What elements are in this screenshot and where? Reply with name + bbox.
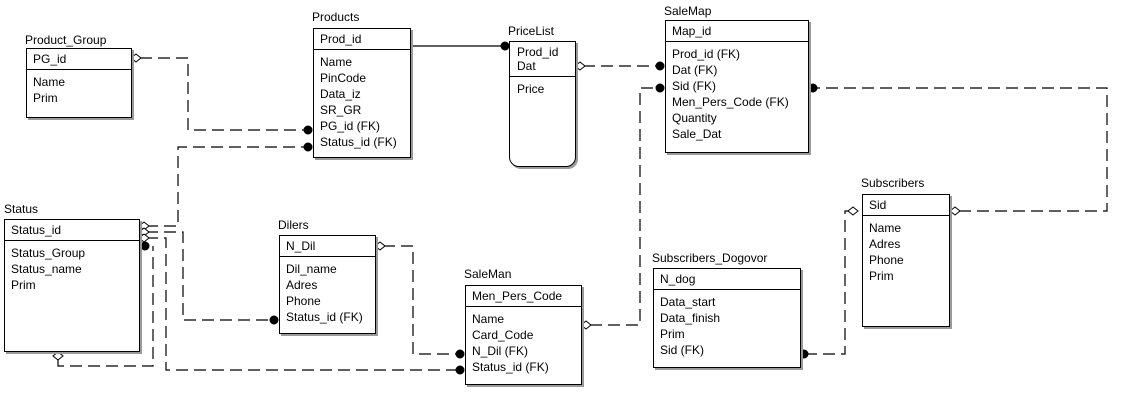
attribute: Adres — [869, 237, 901, 251]
rel-end-dot — [500, 41, 510, 51]
entity-pricelist[interactable]: Prod_id Dat Price — [509, 41, 576, 167]
entity-products[interactable]: Prod_id Name PinCode Data_iz SR_GR PG_id… — [313, 28, 411, 158]
attribute: Status_id (FK) — [320, 135, 397, 149]
primary-key-part: Dat — [517, 59, 536, 73]
rel-end-dot — [303, 125, 313, 135]
primary-key: Prod_id — [314, 29, 410, 50]
entity-title: SaleMap — [664, 4, 712, 18]
entity-title: PriceList — [508, 24, 555, 38]
entity-title: SaleMan — [464, 267, 512, 281]
attribute: Sale_Dat — [672, 127, 722, 141]
rel-status-products — [146, 146, 306, 227]
attribute: Name — [869, 221, 902, 235]
rel-diamond — [138, 221, 150, 231]
attribute: Status_id (FK) — [286, 310, 363, 324]
primary-key-part: Prod_id — [517, 45, 559, 59]
rel-diamond — [138, 227, 150, 237]
attribute: Prim — [11, 278, 36, 292]
attribute: N_Dil (FK) — [472, 344, 528, 358]
primary-key: Men_Pers_Code — [466, 286, 581, 307]
attribute: Status_id (FK) — [472, 360, 549, 374]
attribute: Phone — [869, 253, 904, 267]
primary-key: Prod_id Dat — [510, 42, 575, 77]
attribute: Prim — [869, 269, 894, 283]
entity-title: Subscribers_Dogovor — [652, 251, 768, 265]
attribute: Name — [320, 55, 353, 69]
attribute: Name — [33, 75, 66, 89]
rel-diamond — [580, 320, 592, 330]
rel-end-dot — [799, 349, 809, 359]
attribute: Prim — [33, 91, 58, 105]
entity-dilers[interactable]: N_Dil Dil_name Adres Phone Status_id (FK… — [279, 235, 376, 334]
entity-title: Dilers — [278, 218, 309, 232]
rel-status-bottom — [57, 246, 154, 367]
attribute: Card_Code — [472, 328, 534, 342]
attribute: Prod_id (FK) — [672, 47, 741, 61]
rel-diamond — [52, 351, 64, 361]
attribute: Data_finish — [660, 311, 721, 325]
attribute: Price — [517, 82, 545, 96]
rel-end-dot — [455, 365, 465, 375]
rel-subscribers-dogovor — [806, 210, 854, 355]
rel-dilers-saleman — [383, 245, 458, 355]
rel-diamond — [374, 241, 386, 251]
entity-subscribers-dogovor[interactable]: N_dog Data_start Data_finish Prim Sid (F… — [653, 268, 801, 368]
attribute: Prim — [660, 327, 685, 341]
attribute: PG_id (FK) — [320, 119, 381, 133]
attribute: Dil_name — [286, 262, 337, 276]
rel-status-dilers — [146, 231, 272, 321]
attribute: Data_iz — [320, 87, 361, 101]
rel-end-dot — [808, 83, 818, 93]
primary-key: PG_id — [27, 49, 131, 70]
rel-end-dot — [303, 142, 313, 152]
rel-end-dot — [655, 61, 665, 71]
primary-key: N_Dil — [280, 236, 375, 257]
attribute: Sid (FK) — [660, 343, 705, 357]
rel-diamond — [130, 53, 142, 63]
primary-key: Sid — [863, 195, 949, 216]
attribute: PinCode — [320, 71, 367, 85]
entity-product-group[interactable]: PG_id Name Prim — [26, 48, 132, 118]
entity-status[interactable]: Status_id Status_Group Status_name Prim — [4, 219, 140, 352]
entity-title: Products — [312, 10, 360, 24]
rel-diamond — [138, 233, 150, 243]
attribute: Phone — [286, 294, 321, 308]
rel-productgroup-products — [140, 57, 306, 131]
attribute: Name — [472, 312, 505, 326]
attribute: SR_GR — [320, 103, 362, 117]
primary-key: Status_id — [5, 220, 139, 241]
primary-key: N_dog — [654, 269, 800, 290]
rel-subscribers-salemap — [813, 87, 1108, 212]
attribute: Men_Pers_Code (FK) — [672, 95, 789, 109]
attribute: Dat (FK) — [672, 63, 718, 77]
entity-title: Status — [4, 202, 39, 216]
attribute: Status_name — [11, 262, 82, 276]
entity-subscribers[interactable]: Sid Name Adres Phone Prim — [862, 194, 950, 327]
attribute: Sid (FK) — [672, 79, 717, 93]
rel-status-saleman — [146, 237, 458, 371]
attribute: Adres — [286, 278, 318, 292]
entity-title: Subscribers — [861, 176, 925, 190]
attribute: Quantity — [672, 111, 717, 125]
attribute: Status_Group — [11, 246, 86, 260]
attribute: Data_start — [660, 295, 716, 309]
entity-saleman[interactable]: Men_Pers_Code Name Card_Code N_Dil (FK) … — [465, 285, 582, 385]
rel-end-dot — [455, 349, 465, 359]
primary-key: Map_id — [666, 21, 808, 42]
rel-diamond — [949, 206, 961, 216]
entity-title: Product_Group — [25, 33, 107, 47]
rel-diamond — [847, 206, 859, 216]
rel-diamond — [574, 61, 586, 71]
rel-saleman-salemap — [590, 87, 658, 326]
rel-end-dot — [269, 315, 279, 325]
rel-end-dot — [655, 83, 665, 93]
entity-salemap[interactable]: Map_id Prod_id (FK) Dat (FK) Sid (FK) Me… — [665, 20, 809, 153]
rel-end-dot — [140, 241, 150, 251]
